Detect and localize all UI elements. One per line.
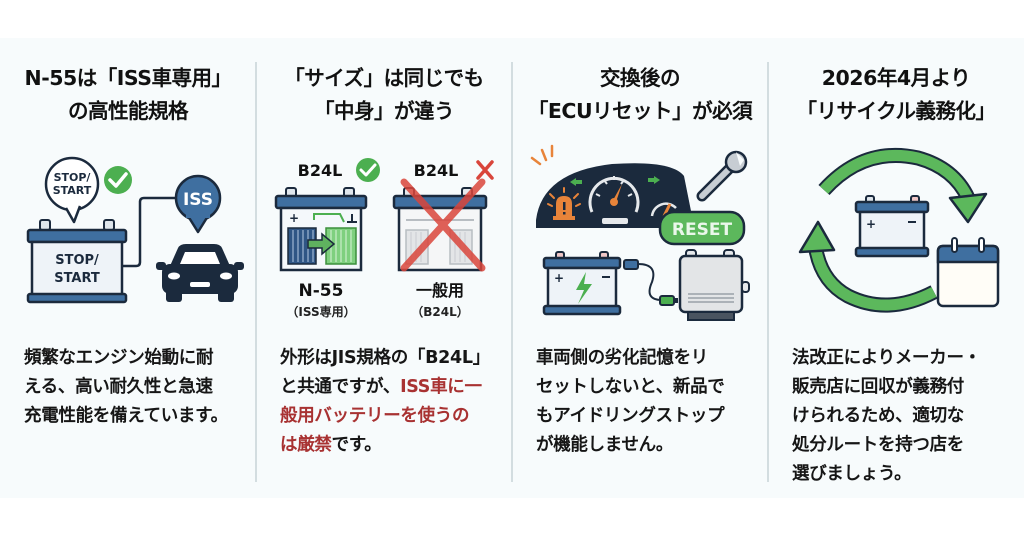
description-line: セットしないと、新品で (536, 377, 725, 397)
warning-text: 般用バッテリーを使うの (280, 406, 470, 426)
recycling-illustration: + (798, 147, 1000, 313)
title-line: の高性能規格 (68, 99, 189, 123)
map-pin-icon: ISS (174, 174, 222, 234)
warning-light-icon (547, 187, 581, 220)
battery-comparison-illustration: B24L + (274, 158, 494, 319)
panel-divider (767, 62, 769, 482)
title-line: 「ECUリセット」が必須 (527, 99, 753, 123)
svg-text:START: START (53, 184, 92, 197)
calendar-icon (936, 237, 1000, 308)
panel-divider (255, 62, 257, 482)
speech-bubble-icon: STOP/ START (44, 156, 100, 224)
description-line: は厳禁です。 (280, 435, 382, 455)
title-line: 「中身」が違う (314, 99, 455, 123)
panel-title: 交換後の 「ECUリセット」が必須 (512, 62, 768, 128)
panel-title: N-55は「ISS車専用」 の高性能規格 (0, 62, 256, 128)
description-line: 販売店に回収が義務付 (792, 377, 964, 397)
description-line: けられるため、適切な (792, 406, 964, 426)
ecu-module-icon (678, 249, 750, 321)
svg-text:RESET: RESET (672, 220, 733, 240)
svg-text:START: START (54, 271, 100, 286)
size-tag: B24L (298, 161, 343, 180)
battery-icon: + (542, 251, 622, 316)
panel-description: 法改正によりメーカー・ 販売店に回収が義務付 けられるため、適切な 処分ルートを… (792, 344, 1016, 489)
svg-text:+: + (866, 217, 876, 231)
svg-text:STOP/: STOP/ (54, 171, 92, 184)
cable-icon (623, 259, 678, 306)
svg-text:+: + (289, 211, 299, 225)
svg-text:（ISS専用）: （ISS専用） (286, 304, 355, 319)
description-line: もアイドリングストップ (536, 406, 725, 426)
description-line: 処分ルートを持つ店を (792, 435, 964, 455)
recycle-arrows-icon (798, 147, 988, 313)
panel-iss-spec: N-55は「ISS車専用」 の高性能規格 STOP/ START STOP/ S… (0, 38, 256, 498)
title-line: N-55は「ISS車専用」 (24, 66, 232, 90)
reset-badge: RESET (658, 210, 746, 246)
svg-text:（B24L）: （B24L） (411, 304, 469, 319)
description-line: 車両側の劣化記憶をリ (536, 348, 708, 368)
iss-battery-illustration: STOP/ START STOP/ START ISS (26, 156, 244, 304)
iss-battery-icon: + (274, 187, 368, 272)
svg-text:STOP/: STOP/ (55, 253, 99, 268)
panel-description: 外形はJIS規格の「B24L」 と共通ですが、ISS車に一 般用バッテリーを使う… (280, 344, 504, 460)
description-line: 充電性能を備えています。 (24, 406, 228, 426)
cross-icon (476, 160, 494, 180)
check-icon (356, 158, 380, 182)
description-line: 頻繁なエンジン始動に耐 (24, 348, 214, 368)
description-line: 外形はJIS規格の「B24L」 (280, 348, 490, 368)
wrench-icon (696, 150, 748, 202)
description-line: が機能しません。 (536, 435, 674, 455)
svg-text:+: + (554, 271, 564, 285)
description-line: 選びましょう。 (792, 464, 912, 484)
title-line: 交換後の (600, 66, 681, 90)
dashboard-icon (530, 144, 692, 228)
size-tag: B24L (414, 161, 459, 180)
panel-description: 車両側の劣化記憶をリ セットしないと、新品で もアイドリングストップ が機能しま… (536, 344, 760, 460)
check-icon (104, 166, 132, 194)
panel-description: 頻繁なエンジン始動に耐 える、高い耐久性と急速 充電性能を備えています。 (24, 344, 248, 431)
warning-text: ISS車に一 (400, 377, 482, 397)
standard-battery-icon (392, 178, 488, 272)
panel-divider (511, 62, 513, 482)
description-line: と共通ですが、ISS車に一 (280, 377, 482, 397)
car-icon (156, 244, 244, 302)
panel-title: 2026年4月より 「リサイクル義務化」 (768, 62, 1024, 128)
description-line: 法改正によりメーカー・ (792, 348, 981, 368)
title-line: 「リサイクル義務化」 (796, 99, 996, 123)
battery-icon: STOP/ START (26, 219, 128, 304)
panel-size-vs-content: 「サイズ」は同じでも 「中身」が違う B24L + (256, 38, 512, 498)
ecu-reset-illustration: RESET + (530, 144, 750, 321)
warning-text: は厳禁 (280, 435, 332, 455)
title-line: 「サイズ」は同じでも (284, 66, 484, 90)
battery-icon: + (854, 195, 930, 258)
panel-recycling-mandate: 2026年4月より 「リサイクル義務化」 + (768, 38, 1024, 498)
panel-ecu-reset: 交換後の 「ECUリセット」が必須 (512, 38, 768, 498)
panel-title: 「サイズ」は同じでも 「中身」が違う (256, 62, 512, 128)
svg-text:N-55: N-55 (299, 281, 344, 301)
title-line: 2026年4月より (821, 66, 971, 90)
description-line: える、高い耐久性と急速 (24, 377, 213, 397)
svg-text:ISS: ISS (183, 190, 213, 210)
svg-text:一般用: 一般用 (416, 281, 464, 300)
